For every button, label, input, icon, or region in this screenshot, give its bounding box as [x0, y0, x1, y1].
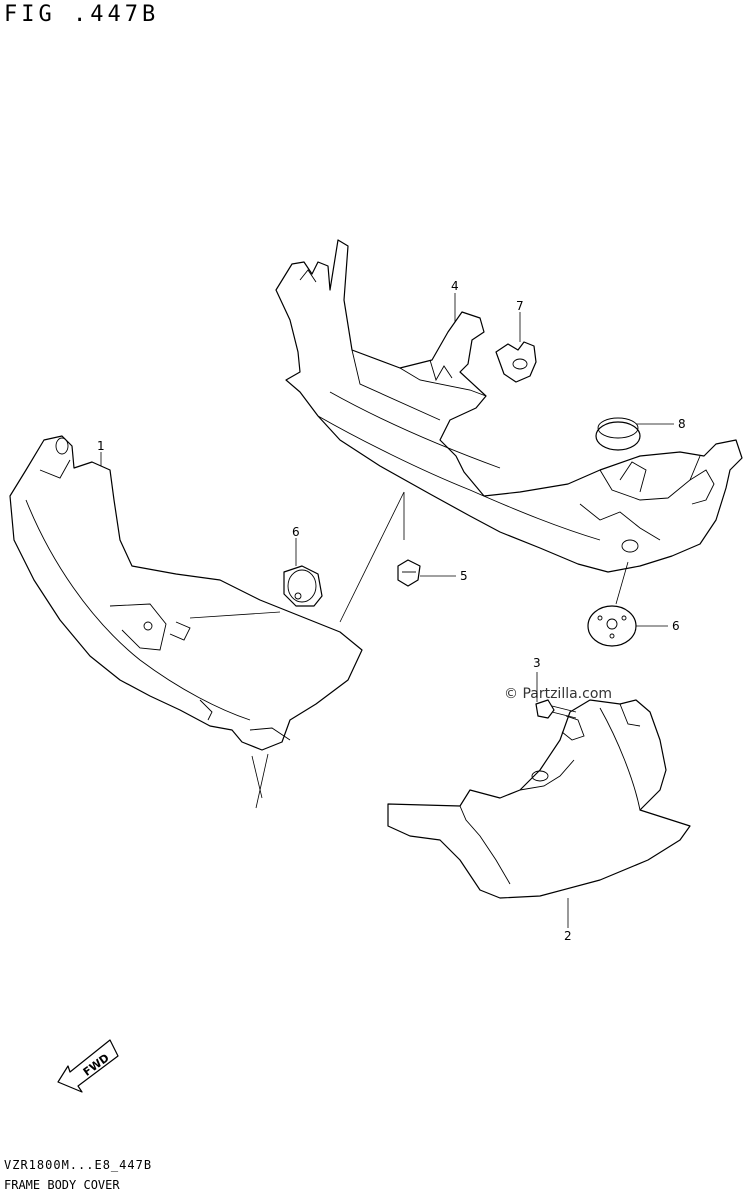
part-8-grommet[interactable] [595, 417, 641, 451]
figure-title: FIG .447B [4, 2, 160, 27]
part-6-damper-left[interactable] [283, 565, 323, 607]
callout-6-right: 6 [672, 619, 680, 633]
part-4-upper-cover[interactable] [275, 239, 743, 573]
connector-lines [189, 491, 629, 809]
callout-7: 7 [516, 299, 524, 313]
callout-8: 8 [678, 417, 686, 431]
figure-code: VZR1800M...E8_447B [4, 1158, 153, 1172]
callout-5: 5 [460, 569, 468, 583]
part-5-clip[interactable] [397, 559, 421, 587]
part-1-left-cover[interactable] [9, 435, 363, 751]
part-2-lower-cover[interactable] [387, 699, 691, 899]
callout-6-left: 6 [292, 525, 300, 539]
callout-labels: 1 2 3 4 5 6 6 7 8 [97, 279, 686, 943]
part-7-clip[interactable] [495, 341, 537, 383]
watermark: © Partzilla.com [504, 686, 613, 702]
callout-leaders [100, 293, 674, 928]
callout-2: 2 [564, 929, 572, 943]
callout-3: 3 [533, 656, 541, 670]
figure-subtitle: FRAME BODY COVER [4, 1178, 120, 1192]
part-6-damper-right[interactable] [587, 605, 637, 647]
callout-4: 4 [451, 279, 459, 293]
fwd-arrow-icon: FWD [57, 1039, 119, 1093]
callout-1: 1 [97, 439, 105, 453]
part-3-bolt[interactable] [535, 699, 577, 719]
